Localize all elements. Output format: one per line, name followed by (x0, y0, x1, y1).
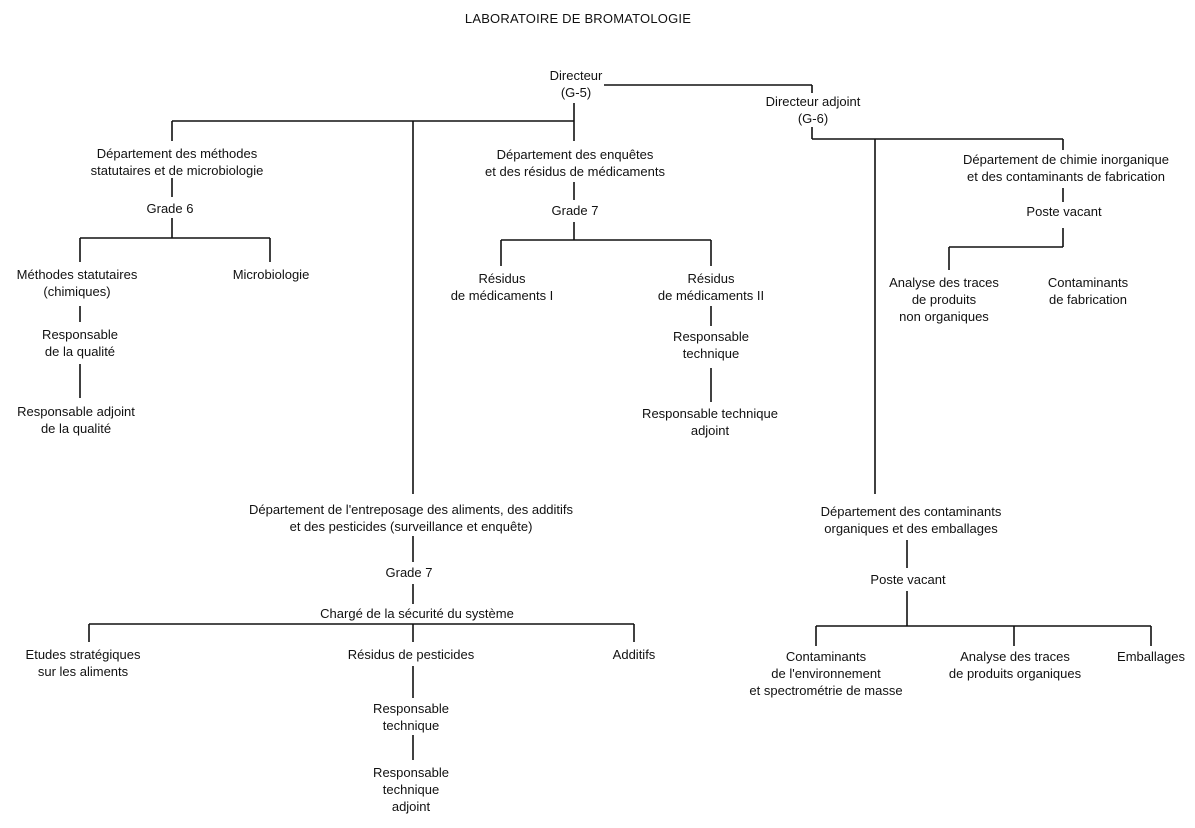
node-directeur: Directeur (G-5) (549, 68, 603, 100)
node-dept-methodes: Département des méthodes statutaires et … (90, 146, 264, 178)
node-contaminants-environnement: Contaminants de l'environnement et spect… (749, 649, 903, 698)
node-contaminants-fabrication: Contaminants de fabrication (1047, 275, 1129, 307)
node-residus-medicaments-2: Résidus de médicaments II (657, 271, 765, 303)
node-grade-6: Grade 6 (146, 201, 194, 216)
node-microbiologie: Microbiologie (232, 267, 310, 282)
node-methodes-statutaires: Méthodes statutaires (chimiques) (16, 267, 138, 299)
node-responsable-technique-pest: Responsable technique (373, 701, 449, 733)
node-grade-7-enquetes: Grade 7 (551, 203, 599, 218)
node-charge-securite: Chargé de la sécurité du système (320, 606, 514, 621)
node-etudes-strategiques: Etudes stratégiques sur les aliments (25, 647, 141, 679)
node-dept-chimie: Département de chimie inorganique et des… (963, 152, 1169, 184)
node-analyse-traces-non-organiques: Analyse des traces de produits non organ… (889, 275, 999, 324)
node-dept-enquetes: Département des enquêtes et des résidus … (485, 147, 665, 179)
node-grade-7-entreposage: Grade 7 (385, 565, 433, 580)
node-emballages: Emballages (1117, 649, 1185, 664)
node-responsable-qualite: Responsable de la qualité (42, 327, 118, 359)
node-responsable-technique-med: Responsable technique (673, 329, 749, 361)
node-poste-vacant-organiques: Poste vacant (870, 572, 946, 587)
chart-title: LABORATOIRE DE BROMATOLOGIE (464, 11, 692, 26)
node-analyse-traces-organiques: Analyse des traces de produits organique… (948, 649, 1082, 681)
node-dept-contaminants-organiques: Département des contaminants organiques … (820, 504, 1002, 536)
node-dept-entreposage: Département de l'entreposage des aliment… (248, 502, 574, 534)
node-responsable-technique-adjoint-pest: Responsable technique adjoint (373, 765, 449, 814)
node-responsable-technique-adjoint-med: Responsable technique adjoint (642, 406, 778, 438)
node-residus-pesticides: Résidus de pesticides (347, 647, 475, 662)
node-directeur-adjoint: Directeur adjoint (G-6) (765, 94, 861, 126)
node-residus-medicaments-1: Résidus de médicaments I (450, 271, 554, 303)
node-poste-vacant-chimie: Poste vacant (1026, 204, 1102, 219)
node-additifs: Additifs (612, 647, 656, 662)
node-responsable-adjoint-qualite: Responsable adjoint de la qualité (17, 404, 135, 436)
